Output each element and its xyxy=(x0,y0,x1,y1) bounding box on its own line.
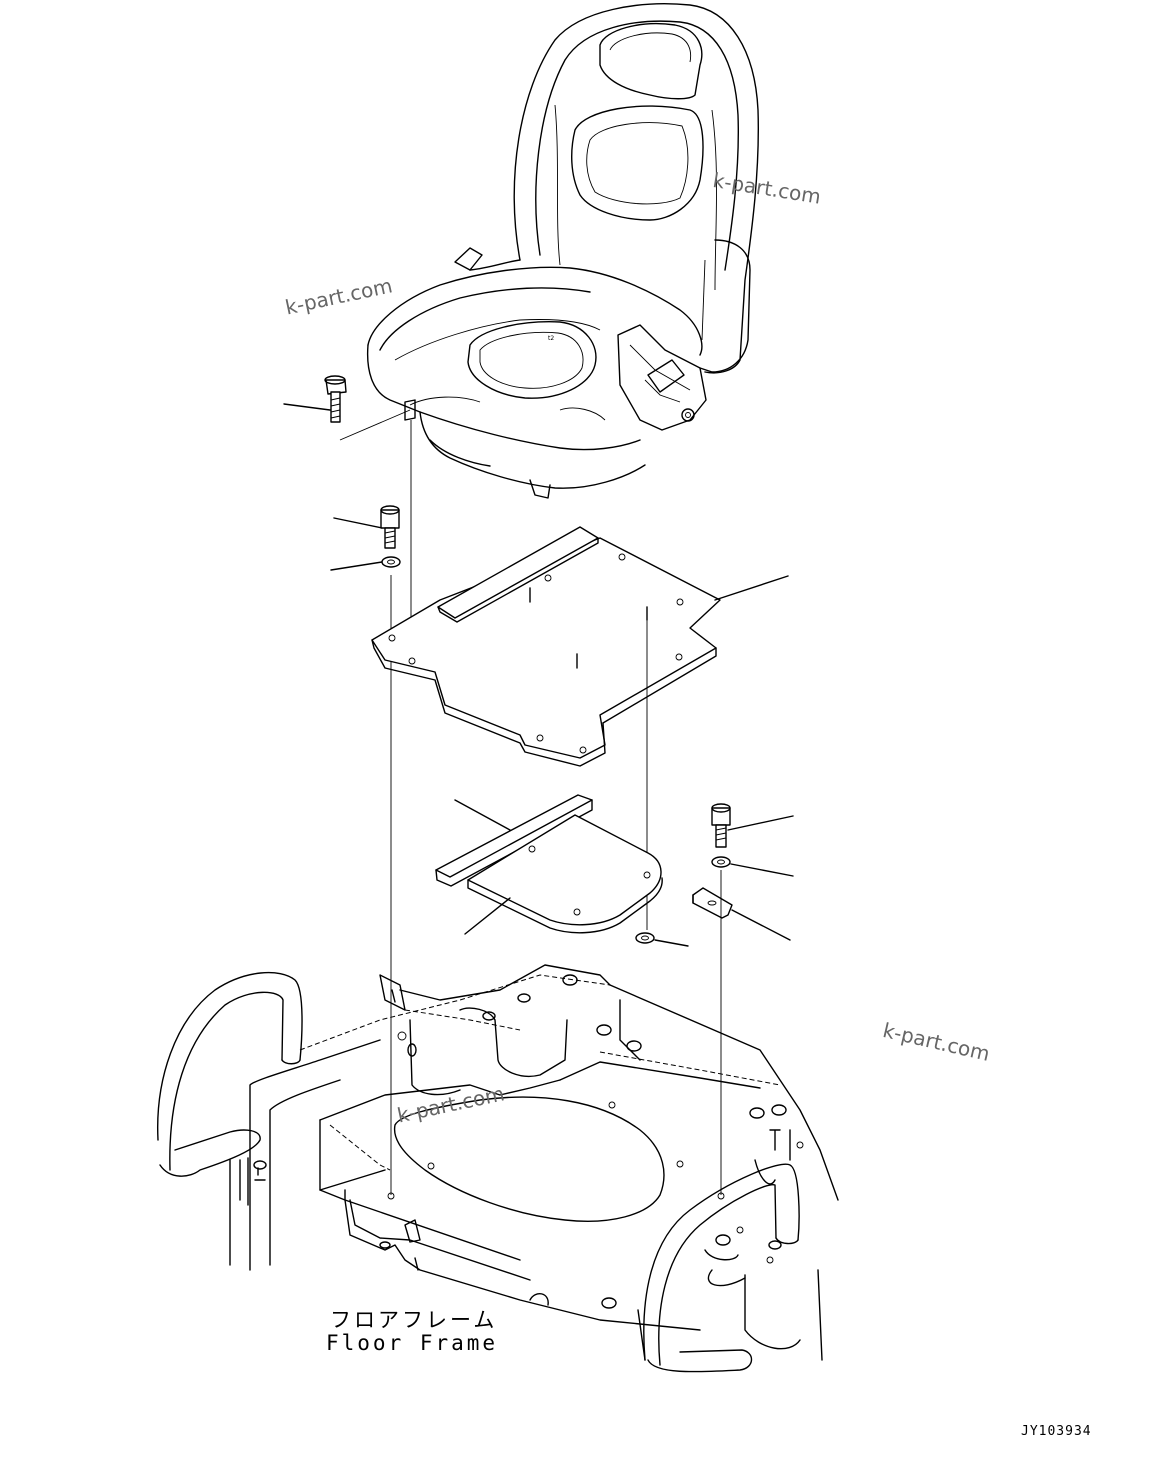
rail-strip xyxy=(435,794,593,887)
floor-frame xyxy=(157,964,839,1373)
bracket-washer xyxy=(711,856,794,877)
spacer-washer xyxy=(635,932,689,947)
operator-seat: t2 xyxy=(366,3,759,499)
bracket xyxy=(692,887,791,941)
drawing-code: JY103934 xyxy=(1021,1424,1092,1439)
spacer-plate xyxy=(464,814,663,935)
frame-bosses xyxy=(482,974,787,1309)
seat-mount-plate xyxy=(371,526,789,767)
plate-washer xyxy=(330,556,401,571)
plate-bolt xyxy=(333,505,400,549)
floor-frame-label-en: Floor Frame xyxy=(326,1331,499,1355)
svg-text:t2: t2 xyxy=(548,335,554,342)
bracket-bolt xyxy=(711,803,794,848)
floor-frame-label-jp: フロアフレーム xyxy=(330,1308,498,1332)
seat-bolt xyxy=(283,375,411,441)
